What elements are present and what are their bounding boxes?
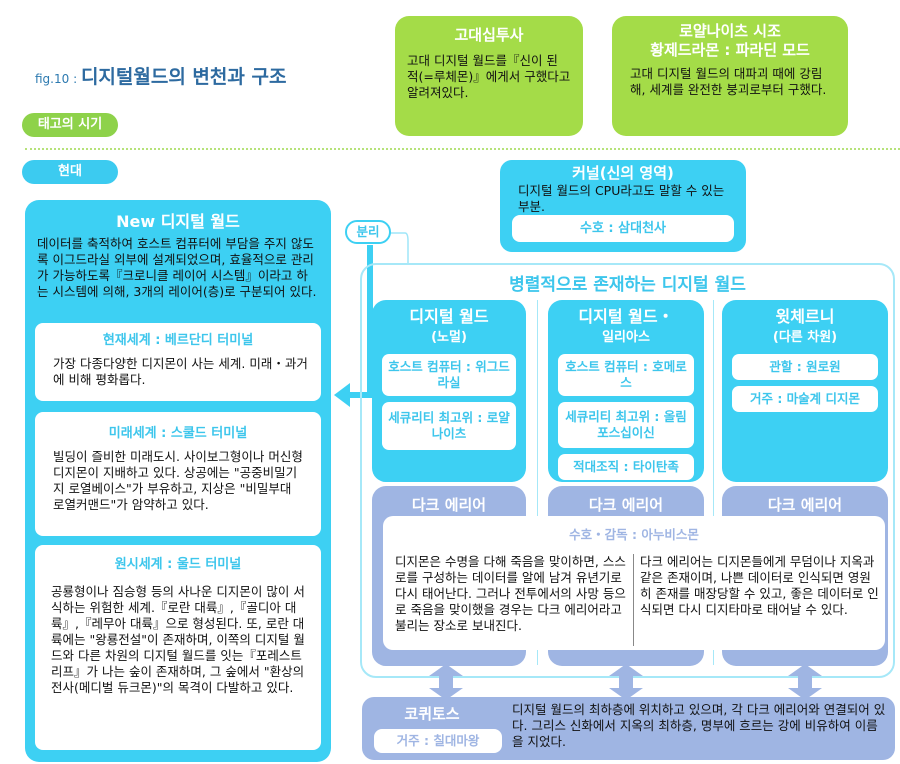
dark-area-title: 다크 에리어 bbox=[767, 496, 843, 514]
column-item: 적대조직 : 타이탄족 bbox=[558, 454, 694, 480]
layer-present-world: 현재세계 : 베르단디 터미널 가장 다종다양한 디지몬이 사는 세계. 미래・… bbox=[35, 323, 321, 401]
era-divider bbox=[25, 148, 900, 150]
layer-title: 현재세계 : 베르단디 터미널 bbox=[102, 333, 254, 348]
kernel-guardian: 수호 : 삼대천사 bbox=[512, 215, 734, 242]
separation-connector bbox=[334, 232, 409, 407]
column-item: 세큐리티 최고위 : 로얄나이츠 bbox=[382, 402, 516, 450]
double-arrow-icon bbox=[609, 664, 643, 700]
kernel-title: 커널(신의 영역) bbox=[572, 164, 674, 182]
column-title: 윗체르니(다른 차원) bbox=[772, 307, 838, 345]
new-world-title: New 디지털 월드 bbox=[116, 212, 240, 231]
parallel-worlds-title: 병렬적으로 존재하는 디지털 월드 bbox=[509, 275, 746, 295]
column-item: 거주 : 마술계 디지몬 bbox=[732, 386, 878, 412]
cocytus-body: 디지털 월드의 최하층에 위치하고 있으며, 각 다크 에리어와 연결되어 있다… bbox=[512, 702, 886, 749]
era-ancient-label: 태고의 시기 bbox=[22, 113, 118, 137]
layer-future-world: 미래세계 : 스쿨드 터미널 빌딩이 즐비한 미래도시. 사이보그형이나 머신형… bbox=[35, 412, 321, 536]
world-column-ilias: 디지털 월드・일리아스 호스트 컴퓨터 : 호메로스 세큐리티 최고위 : 올림… bbox=[548, 300, 704, 482]
box-title: 고대십투사 bbox=[454, 26, 524, 44]
layer-title: 미래세계 : 스쿨드 터미널 bbox=[108, 426, 248, 441]
dark-area-guardian: 수호・감독 : 아누비스몬 bbox=[569, 527, 699, 542]
era-modern-label: 현대 bbox=[22, 160, 118, 184]
layer-body: 가장 다종다양한 디지몬이 사는 세계. 미래・과거에 비해 평화롭다. bbox=[53, 356, 308, 387]
layer-body: 빌딩이 즐비한 미래도시. 사이보그형이나 머신형 디지몬이 지배하고 있다. … bbox=[53, 449, 303, 512]
cocytus-title: 코퀴토스 bbox=[404, 705, 460, 723]
separation-label: 분리 bbox=[345, 220, 391, 244]
cocytus-box: 코퀴토스 거주 : 칠대마왕 디지털 월드의 최하층에 위치하고 있으며, 각 … bbox=[362, 697, 895, 760]
column-item: 호스트 컴퓨터 : 위그드라실 bbox=[382, 354, 516, 396]
layer-primitive-world: 원시세계 : 울드 터미널 공룡형이나 짐승형 등의 사나운 디지몬이 많이 서… bbox=[35, 545, 321, 750]
arrow-left-icon bbox=[334, 383, 350, 407]
column-divider bbox=[713, 300, 714, 665]
column-divider bbox=[537, 300, 538, 665]
double-arrow-icon bbox=[429, 664, 463, 700]
kernel-body: 디지털 월드의 CPU라고도 말할 수 있는 부분. bbox=[518, 183, 725, 214]
column-item: 세큐리티 최고위 : 올림포스십이신 bbox=[558, 402, 694, 448]
column-item: 관할 : 원로원 bbox=[732, 354, 878, 380]
dark-area-text-right: 다크 에리어는 디지몬들에게 무덤이나 지옥과 같은 존재이며, 나쁜 데이터로… bbox=[640, 554, 879, 617]
kernel-box: 커널(신의 영역) 디지털 월드의 CPU라고도 말할 수 있는 부분. 수호 … bbox=[500, 160, 746, 252]
dark-area-text-left: 디지몬은 수명을 다해 죽음을 맞이하면, 스스로를 구성하는 데이터를 알에 … bbox=[395, 554, 626, 633]
dark-area-description: 수호・감독 : 아누비스몬 디지몬은 수명을 다해 죽음을 맞이하면, 스스로를… bbox=[383, 516, 885, 650]
text-divider bbox=[633, 554, 634, 646]
column-title: 디지털 월드(노멀) bbox=[409, 307, 489, 345]
column-item: 호스트 컴퓨터 : 호메로스 bbox=[558, 354, 694, 396]
box-body: 고대 디지털 월드의 대파괴 때에 강림해, 세계를 완전한 붕괴로부터 구했다… bbox=[630, 66, 827, 97]
cocytus-resident: 거주 : 칠대마왕 bbox=[374, 729, 502, 753]
dark-area-title: 다크 에리어 bbox=[588, 496, 664, 514]
column-title: 디지털 월드・일리아스 bbox=[578, 307, 674, 345]
layer-body: 공룡형이나 짐승형 등의 사나운 디지몬이 많이 서식하는 위험한 세계.『로란… bbox=[51, 584, 305, 695]
world-column-witchelny: 윗체르니(다른 차원) 관할 : 원로원 거주 : 마술계 디지몬 bbox=[722, 300, 888, 482]
figure-title: fig.10 : 디지털월드의 변천과 구조 bbox=[35, 66, 287, 88]
double-arrow-icon bbox=[788, 664, 822, 700]
layer-title: 원시세계 : 울드 터미널 bbox=[114, 557, 242, 572]
ancient-ten-warriors-box: 고대십투사 고대 디지털 월드를『신이 된 적(=루체몬)』에게서 구했다고 알… bbox=[395, 16, 583, 136]
world-column-normal: 디지털 월드(노멀) 호스트 컴퓨터 : 위그드라실 세큐리티 최고위 : 로얄… bbox=[372, 300, 526, 482]
new-world-body: 데이터를 축적하여 호스트 컴퓨터에 부담을 주지 않도록 이그드라실 외부에 … bbox=[37, 236, 317, 299]
dark-area-title: 다크 에리어 bbox=[411, 496, 487, 514]
box-body: 고대 디지털 월드를『신이 된 적(=루체몬)』에게서 구했다고 알려져있다. bbox=[407, 53, 571, 100]
